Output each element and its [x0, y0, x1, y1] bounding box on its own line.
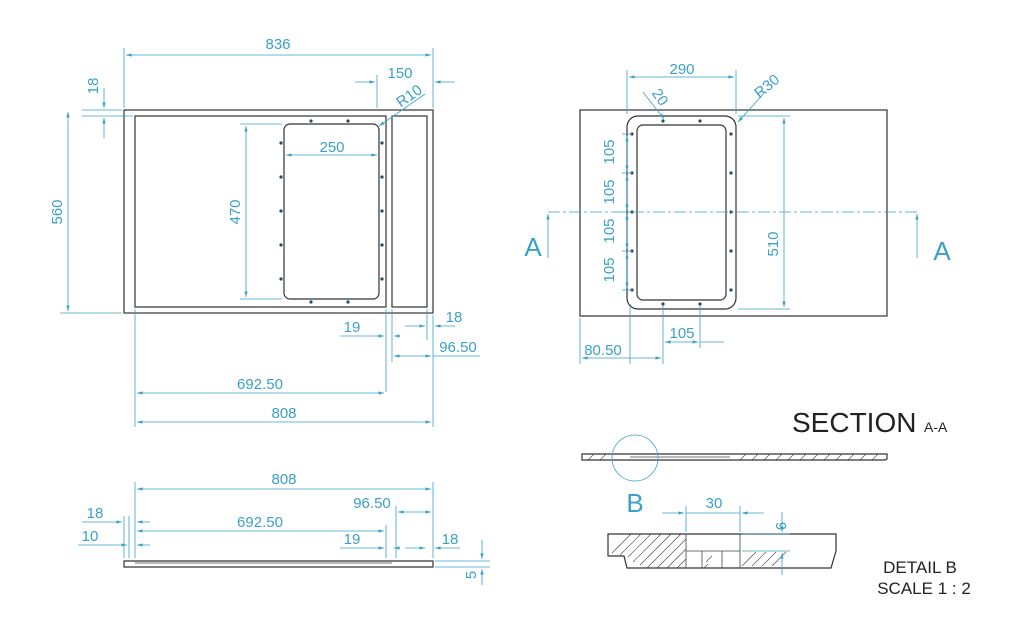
plate-dimension-lines [579, 70, 790, 364]
detail-profile [607, 533, 837, 569]
detail-scale: SCALE 1 : 2 [877, 579, 971, 598]
dim-side-18: 18 [87, 505, 104, 522]
dim-right-panel: 150 [387, 65, 412, 82]
section-arrows [546, 214, 919, 258]
section-a-a: SECTION A-A B [581, 407, 948, 518]
detail-hatching [611, 533, 787, 569]
detail-ref-label: B [626, 488, 643, 518]
section-profile [581, 453, 888, 461]
dim-offset-18: 18 [446, 309, 463, 326]
dim-detail-30: 30 [706, 495, 723, 512]
dim-side-19: 19 [344, 531, 361, 548]
bolt-holes [279, 119, 384, 304]
dim-side-692-50: 692.50 [237, 514, 283, 531]
dim-inner-692-50: 692.50 [237, 376, 283, 393]
window-opening [283, 123, 380, 300]
detail-title: DETAIL B [883, 558, 957, 577]
dim-offset-96-50: 96.50 [439, 339, 477, 356]
dim-opening-height: 470 [227, 199, 244, 224]
side-profile [123, 560, 434, 568]
section-title: SECTION [792, 407, 916, 438]
dim-side-96-50: 96.50 [353, 495, 391, 512]
dim-detail-9: 9 [772, 522, 789, 530]
side-dimension-lines [78, 482, 490, 585]
dim-side-overall: 808 [271, 471, 296, 488]
top-view-dimension-lines [60, 48, 480, 427]
detail-dimension-lines [662, 506, 790, 575]
dim-window-radius: R30 [751, 71, 783, 102]
dim-inner-808: 808 [271, 405, 296, 422]
window-outer [626, 115, 737, 310]
side-view: 808 96.50 18 692.50 10 19 18 5 [78, 471, 490, 585]
inner-frame-main [134, 115, 387, 308]
frame-top-view: 836 18 150 R10 560 470 250 19 18 96.50 6… [49, 36, 480, 427]
dim-pitch-1: 105 [601, 139, 618, 164]
section-label-right: A [933, 236, 951, 266]
dim-small-radius: 20 [648, 86, 671, 109]
plate-bolt-holes [630, 119, 733, 306]
dim-side-height-5: 5 [463, 571, 480, 579]
section-label-left: A [524, 232, 542, 262]
dim-overall-width: 836 [265, 36, 290, 53]
window-inner [636, 124, 727, 301]
dim-bottom-pitch: 105 [669, 325, 694, 342]
section-hatching [587, 453, 879, 461]
dim-pitch-3: 105 [601, 218, 618, 243]
dim-pitch-2: 105 [601, 179, 618, 204]
dim-opening-width: 250 [319, 139, 344, 156]
dim-side-10: 10 [82, 528, 99, 545]
dim-frame-thickness: 18 [85, 78, 102, 95]
plate-outline [579, 109, 888, 317]
dim-pitch-4: 105 [601, 257, 618, 282]
section-suffix: A-A [924, 419, 948, 435]
dim-height: 560 [49, 199, 66, 224]
dim-edge-offset: 80.50 [584, 342, 622, 359]
plate-view: A A 290 20 [524, 61, 951, 364]
dim-window-height: 510 [765, 231, 782, 256]
dim-window-width: 290 [669, 61, 694, 78]
dim-side-18-right: 18 [442, 531, 459, 548]
detail-b-circle [611, 434, 659, 482]
dim-corner-radius: R10 [393, 81, 425, 111]
outer-frame [123, 109, 434, 314]
dim-offset-19: 19 [344, 319, 361, 336]
detail-b: 30 9 DETAIL B SCALE 1 : 2 [607, 495, 971, 598]
inner-frame-right [391, 115, 428, 308]
